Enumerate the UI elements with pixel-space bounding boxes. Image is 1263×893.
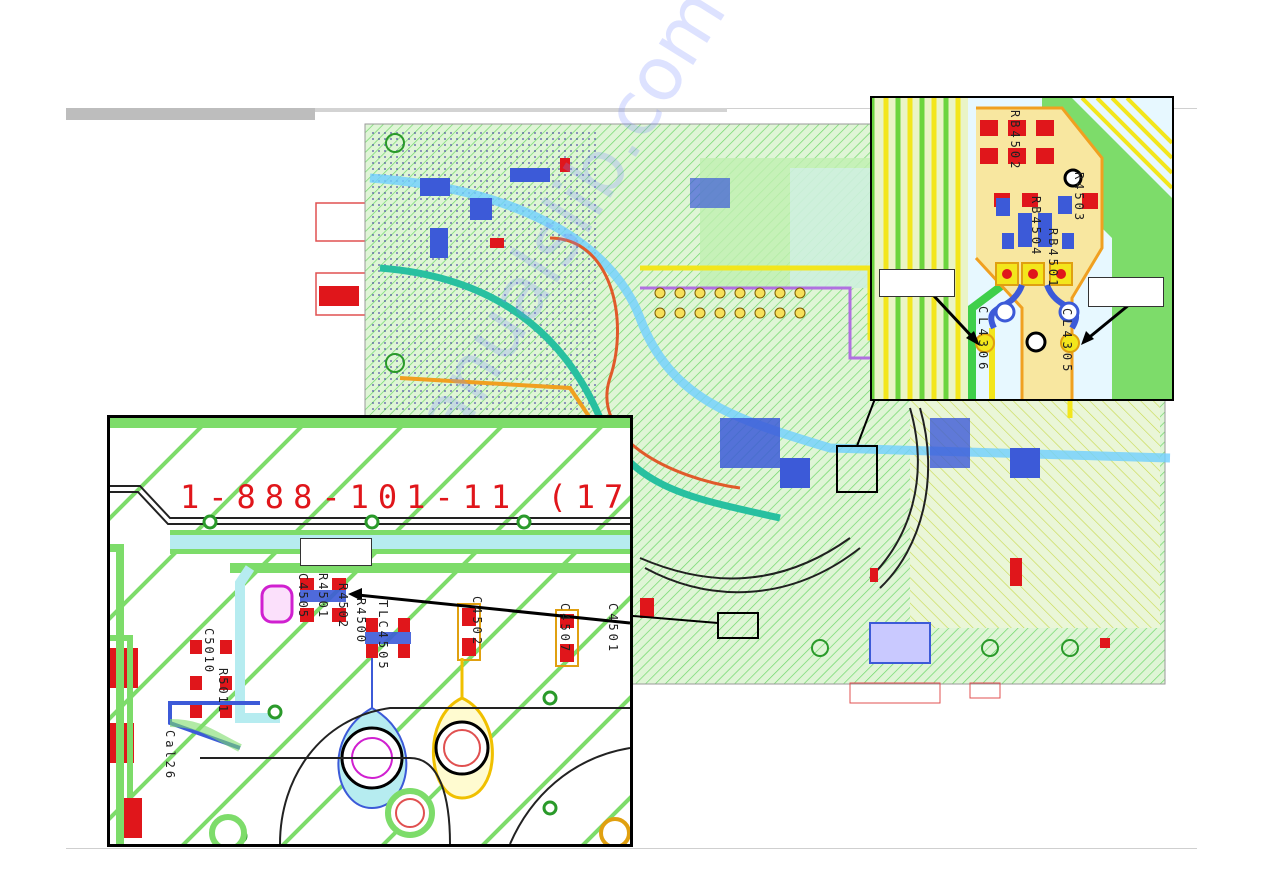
refdes-cl4306: CL4306 — [976, 306, 990, 374]
refdes-c4502: C4502 — [470, 596, 484, 648]
refdes-r4502: R4502 — [336, 583, 350, 630]
refdes-r5011: R5011 — [216, 668, 230, 715]
inset-bottom-pcb — [110, 418, 630, 844]
refdes-c4507: C4507 — [558, 603, 572, 655]
refdes-c5010: C5010 — [202, 628, 216, 675]
callout-box — [300, 538, 372, 566]
header-bar — [66, 108, 315, 120]
refdes-cal26: Cal26 — [163, 730, 177, 782]
refdes-cl4305: CL4305 — [1060, 308, 1074, 376]
footer-rule — [66, 848, 1197, 849]
refdes-tlc4505: TLC4505 — [376, 600, 390, 672]
inset-top-pcb — [872, 98, 1172, 399]
refdes-r4501: R4501 — [316, 573, 330, 620]
header-bar-light — [315, 108, 727, 112]
refdes-r4500: R4500 — [354, 598, 368, 645]
refdes-r4503: R4503 — [1072, 172, 1086, 224]
refdes-rb4501: RB4501 — [1046, 228, 1060, 290]
refdes-c4505: C4505 — [296, 573, 310, 620]
refdes-rb4504: RB4504 — [1029, 196, 1043, 258]
inset-top-right: RB4502 RB4504 RB4501 R4503 CL4306 CL4305 — [870, 96, 1174, 401]
board-part-number: 1-888-101-11 (17341 — [180, 478, 633, 516]
refdes-rb4502: RB4502 — [1008, 110, 1022, 172]
inset-bottom-left: 1-888-101-11 (17341 C5010 R5011 C4505 R4… — [107, 415, 633, 847]
refdes-c4501: C4501 — [606, 603, 620, 655]
callout-box-left — [879, 269, 955, 297]
callout-box-right — [1088, 277, 1164, 307]
